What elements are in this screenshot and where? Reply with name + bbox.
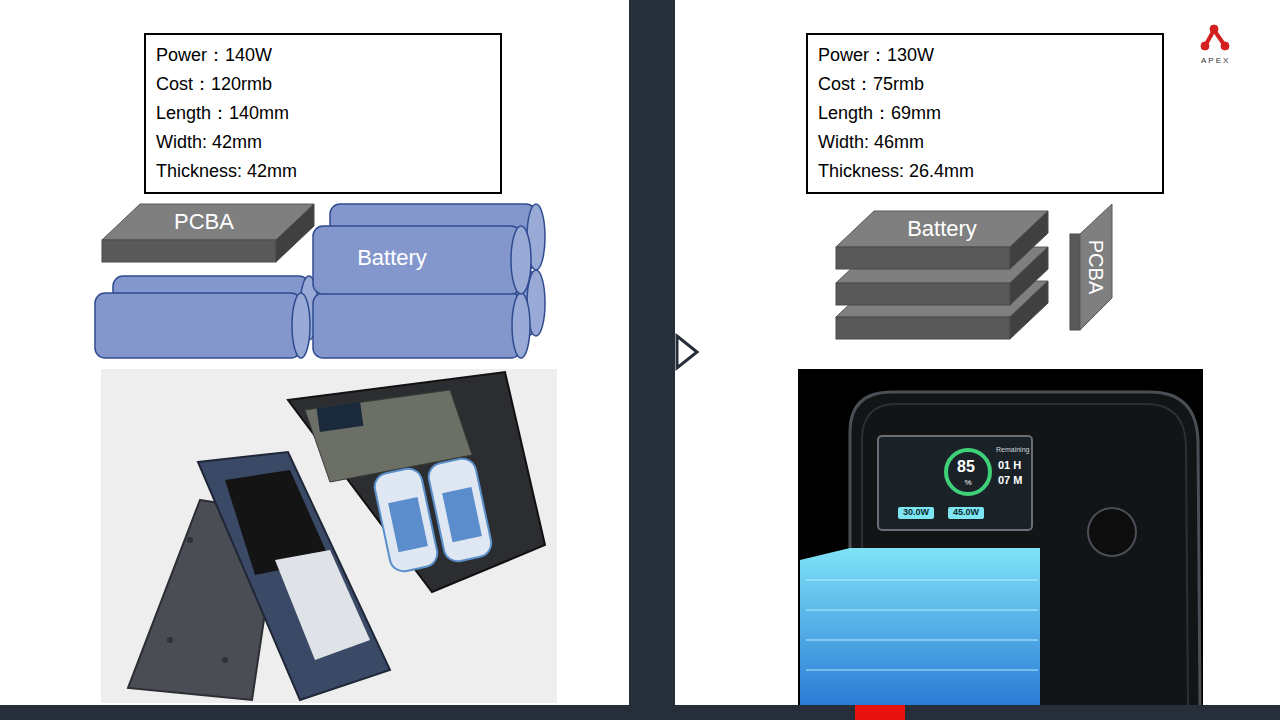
slab-front xyxy=(836,247,1010,269)
spec-line: Width: 46mm xyxy=(818,128,1152,157)
cylinder-end xyxy=(511,226,531,294)
shape-label: PCBA xyxy=(174,210,234,234)
inner-cells xyxy=(372,456,494,574)
spec-line: Length：140mm xyxy=(156,99,490,128)
cell-wrap xyxy=(442,487,482,542)
spec-line: Width: 42mm xyxy=(156,128,490,157)
mini-screen xyxy=(317,402,364,432)
slab-side xyxy=(276,204,314,262)
plate-front xyxy=(1070,234,1080,330)
case-shell xyxy=(288,372,545,592)
cylinder-end xyxy=(292,293,310,358)
teardown-photo xyxy=(101,369,557,703)
minutes-readout: 07 M xyxy=(998,474,1022,486)
spec-line: Power：130W xyxy=(818,41,1152,70)
battery-line xyxy=(806,639,1038,641)
battery-cylinder xyxy=(313,293,521,358)
battery-cylinder: Battery xyxy=(312,224,534,296)
lid-hole xyxy=(187,537,193,543)
spec-line: Length：69mm xyxy=(818,99,1152,128)
photo-ground xyxy=(101,369,557,703)
hours-readout: 01 H xyxy=(998,459,1021,471)
charge-percent: 85 xyxy=(957,458,975,476)
slab-side xyxy=(1010,211,1048,269)
battery-line xyxy=(806,669,1038,671)
battery-line xyxy=(806,579,1038,581)
battery-line xyxy=(806,609,1038,611)
logo-icon xyxy=(1201,25,1229,50)
shape-label: Battery xyxy=(357,246,427,270)
divider-bar xyxy=(629,0,675,705)
pcba-slab: PCBA xyxy=(100,202,318,266)
remaining-caption: Remaining xyxy=(996,446,1029,454)
spec-line: Cost：75rmb xyxy=(818,70,1152,99)
slab-front xyxy=(836,283,1010,305)
footer-bar xyxy=(0,705,1280,720)
port-power: 30.0W xyxy=(898,507,934,519)
transition-arrow xyxy=(677,336,697,368)
photo-ground xyxy=(798,369,1203,705)
spec-line: Cost：120rmb xyxy=(156,70,490,99)
cell-wrap xyxy=(388,497,428,552)
cylinder-body xyxy=(313,226,521,294)
footer-accent xyxy=(855,705,905,720)
port-power: 45.0W xyxy=(948,507,984,519)
lid-hole xyxy=(222,657,228,663)
slab-front xyxy=(102,240,276,262)
charge-ring xyxy=(946,450,990,494)
pcba-plate: PCBA xyxy=(1068,202,1114,334)
spec-box: Power：140WCost：120rmbLength：140mmWidth: … xyxy=(144,33,502,194)
display-screen xyxy=(878,436,1032,530)
spec-box: Power：130WCost：75rmbLength：69mmWidth: 46… xyxy=(806,33,1164,194)
cell xyxy=(426,456,494,564)
cylinder-end xyxy=(512,293,530,358)
plate-side xyxy=(1080,204,1112,330)
spec-line: Thickness: 42mm xyxy=(156,157,490,186)
shape-label: PCBA xyxy=(1085,240,1107,294)
battery-cylinders xyxy=(95,204,545,358)
logo-dot xyxy=(1201,42,1209,50)
slab-front xyxy=(836,317,1010,339)
spec-line: Thickness: 26.4mm xyxy=(818,157,1152,186)
lid-hole xyxy=(167,637,173,643)
glue-patch xyxy=(275,550,370,660)
percent-sign: % xyxy=(964,479,971,488)
spec-line: Power：140W xyxy=(156,41,490,70)
lid-holes xyxy=(167,537,248,663)
product-render xyxy=(798,369,1203,705)
logo-text: APEX xyxy=(1201,57,1230,66)
logo-dot xyxy=(1210,25,1218,33)
battery-lines xyxy=(806,580,1038,670)
button-ring xyxy=(1088,508,1136,556)
battery-stack: Battery xyxy=(834,209,1054,341)
battery-cylinder xyxy=(95,293,301,358)
battery-block xyxy=(800,548,1040,705)
shape-label: Battery xyxy=(907,217,977,241)
logo-dot xyxy=(1221,42,1229,50)
